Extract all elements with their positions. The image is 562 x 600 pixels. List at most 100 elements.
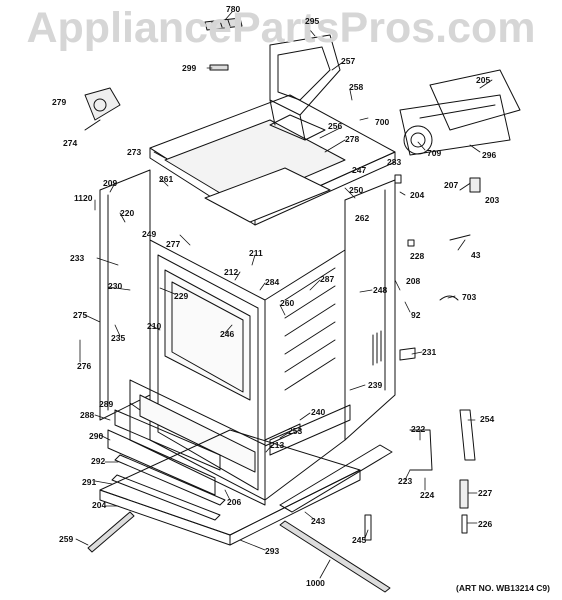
part-label-204-bottom[interactable]: 204 xyxy=(92,500,107,510)
part-label-257[interactable]: 257 xyxy=(341,56,356,66)
part-label-203[interactable]: 203 xyxy=(485,195,500,205)
part-label-222[interactable]: 222 xyxy=(411,424,426,434)
part-label-240[interactable]: 240 xyxy=(311,407,326,417)
part-label-233[interactable]: 233 xyxy=(70,253,85,263)
part-label-709[interactable]: 709 xyxy=(427,148,442,158)
valve-279 xyxy=(84,87,121,131)
part-label-254[interactable]: 254 xyxy=(480,414,495,424)
panel-240 xyxy=(269,404,351,456)
burner-709 xyxy=(403,125,433,155)
part-label-287[interactable]: 287 xyxy=(320,274,335,284)
part-label-243[interactable]: 243 xyxy=(311,516,326,526)
bottom-trim-1000 xyxy=(279,520,391,593)
part-label-273[interactable]: 273 xyxy=(127,147,142,157)
part-label-276[interactable]: 276 xyxy=(77,361,92,371)
part-label-230[interactable]: 230 xyxy=(108,281,123,291)
spring-227 xyxy=(459,479,469,509)
part-label-260[interactable]: 260 xyxy=(280,298,295,308)
part-label-246[interactable]: 246 xyxy=(220,329,235,339)
part-label-293[interactable]: 293 xyxy=(265,546,280,556)
part-label-213[interactable]: 213 xyxy=(270,440,285,450)
part-label-206[interactable]: 206 xyxy=(227,497,242,507)
part-label-262[interactable]: 262 xyxy=(355,213,370,223)
part-label-259[interactable]: 259 xyxy=(59,534,74,544)
part-label-228[interactable]: 228 xyxy=(410,251,425,261)
part-label-253[interactable]: 253 xyxy=(288,426,303,436)
part-label-229[interactable]: 229 xyxy=(174,291,189,301)
vent-slots xyxy=(372,330,382,366)
oven-opening xyxy=(164,269,251,401)
part-label-274[interactable]: 274 xyxy=(63,138,78,148)
part-label-205[interactable]: 205 xyxy=(476,75,491,85)
back-panel-ribs xyxy=(284,267,336,391)
bracket-231 xyxy=(399,347,416,361)
part-label-275[interactable]: 275 xyxy=(73,310,88,320)
part-label-1000[interactable]: 1000 xyxy=(306,578,325,588)
part-label-283[interactable]: 283 xyxy=(387,157,402,167)
part-label-256[interactable]: 256 xyxy=(328,121,343,131)
kick-panel-289 xyxy=(114,409,221,471)
part-label-249[interactable]: 249 xyxy=(142,229,157,239)
screw-299 xyxy=(209,64,229,71)
part-label-1120[interactable]: 1120 xyxy=(74,193,93,203)
part-label-288[interactable]: 288 xyxy=(80,410,95,420)
part-label-289[interactable]: 289 xyxy=(99,399,114,409)
igniter-254 xyxy=(459,409,476,461)
part-label-277[interactable]: 277 xyxy=(166,239,181,249)
part-label-780[interactable]: 780 xyxy=(226,4,241,14)
part-label-210[interactable]: 210 xyxy=(147,321,162,331)
part-label-292[interactable]: 292 xyxy=(91,456,106,466)
part-label-295[interactable]: 295 xyxy=(305,16,320,26)
part-label-208[interactable]: 208 xyxy=(406,276,421,286)
leg-245 xyxy=(364,514,372,541)
clip-703 xyxy=(439,295,459,301)
insulation-278 xyxy=(164,119,346,206)
pin-226 xyxy=(461,514,468,534)
part-label-291[interactable]: 291 xyxy=(82,477,97,487)
bracket-222 xyxy=(409,429,433,471)
part-label-250[interactable]: 250 xyxy=(349,185,364,195)
part-label-239[interactable]: 239 xyxy=(368,380,383,390)
small-parts-right xyxy=(264,174,481,593)
part-label-220[interactable]: 220 xyxy=(120,208,135,218)
part-label-209[interactable]: 209 xyxy=(103,178,118,188)
part-label-247[interactable]: 247 xyxy=(352,165,367,175)
part-label-290[interactable]: 290 xyxy=(89,431,104,441)
rail-292 xyxy=(114,454,226,506)
part-label-700[interactable]: 700 xyxy=(375,117,390,127)
part-label-261[interactable]: 261 xyxy=(159,174,174,184)
part-label-43[interactable]: 43 xyxy=(471,250,481,260)
leader-lines xyxy=(75,11,493,579)
drawer-slot xyxy=(139,394,256,473)
part-label-258[interactable]: 258 xyxy=(349,82,364,92)
slide-259 xyxy=(87,511,135,553)
part-label-207[interactable]: 207 xyxy=(444,180,459,190)
part-label-235[interactable]: 235 xyxy=(111,333,126,343)
part-label-226[interactable]: 226 xyxy=(478,519,493,529)
part-label-204-top[interactable]: 204 xyxy=(410,190,425,200)
part-label-231[interactable]: 231 xyxy=(422,347,437,357)
bracket-780 xyxy=(204,17,243,31)
part-label-245[interactable]: 245 xyxy=(352,535,367,545)
rail-291 xyxy=(111,474,221,521)
part-label-279[interactable]: 279 xyxy=(52,97,67,107)
right-side-panel xyxy=(344,179,396,441)
part-label-227[interactable]: 227 xyxy=(478,488,493,498)
part-label-703[interactable]: 703 xyxy=(462,292,477,302)
part-label-92[interactable]: 92 xyxy=(411,310,421,320)
part-label-223[interactable]: 223 xyxy=(398,476,413,486)
art-number: (ART NO. WB13214 C9) xyxy=(456,583,550,593)
part-228 xyxy=(407,239,415,247)
front-drawer-panels xyxy=(87,409,226,553)
heat-shield-256 xyxy=(204,167,331,223)
part-label-248[interactable]: 248 xyxy=(373,285,388,295)
part-label-211[interactable]: 211 xyxy=(249,248,263,258)
drawer-panel-290 xyxy=(107,429,216,496)
part-label-212[interactable]: 212 xyxy=(224,267,239,277)
drawer-rail-253 xyxy=(264,423,301,447)
part-label-278[interactable]: 278 xyxy=(345,134,360,144)
part-label-299[interactable]: 299 xyxy=(182,63,197,73)
part-label-224[interactable]: 224 xyxy=(420,490,435,500)
part-label-296[interactable]: 296 xyxy=(482,150,497,160)
part-label-284[interactable]: 284 xyxy=(265,277,280,287)
